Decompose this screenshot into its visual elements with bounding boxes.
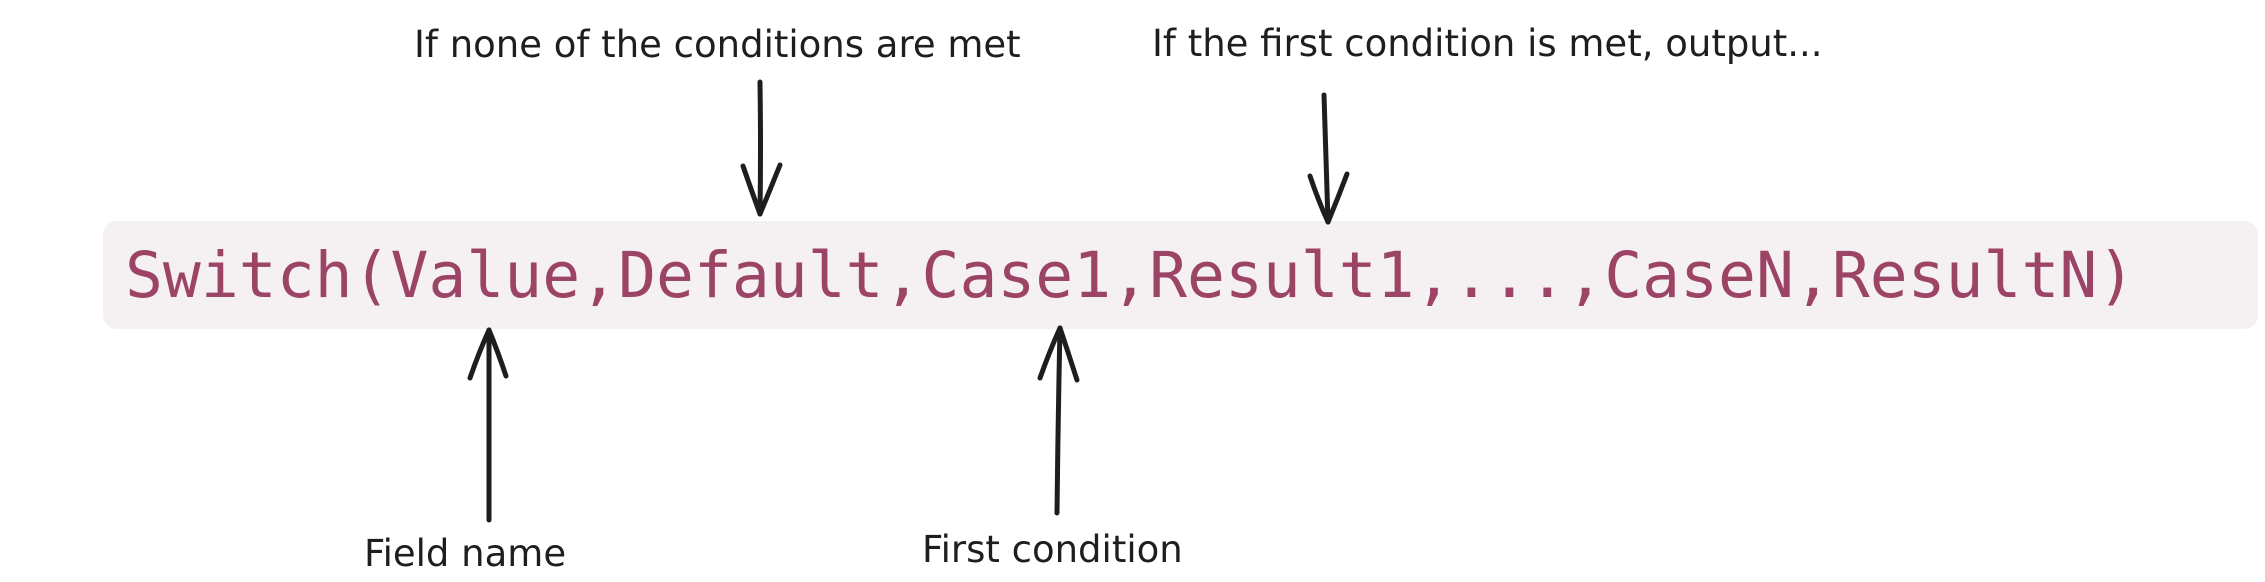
code-block [103,221,2258,329]
arrow-first-condition [1037,325,1080,516]
arrow-default [740,79,783,217]
arrow-result [1307,92,1350,225]
switch-formula: Switch(Value,Default,Case1,Result1,...,C… [125,239,2136,312]
annotation-default: If none of the conditions are met [414,23,1021,66]
annotation-first-condition: First condition [922,528,1183,571]
annotation-result: If the first condition is met, output... [1152,22,1823,65]
annotation-field-name: Field name [364,532,567,575]
arrow-field-name [467,327,509,523]
